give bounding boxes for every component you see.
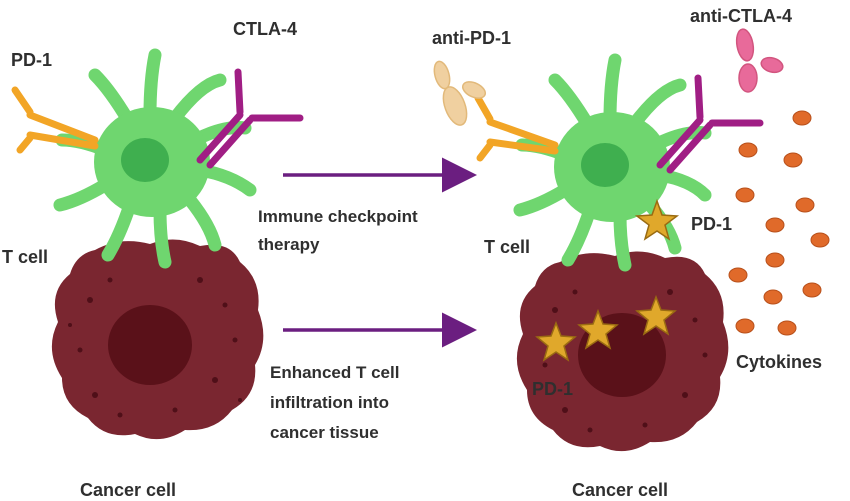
right-panel: anti-PD-1 anti-CTLA-4 PD-1 T cell PD-1 C… xyxy=(432,6,830,500)
label-anti-ctla4: anti-CTLA-4 xyxy=(690,6,792,26)
arrow-top-label-line2: therapy xyxy=(258,235,320,254)
star-cancer-3 xyxy=(635,294,677,336)
label-tcell-left: T cell xyxy=(2,247,48,267)
label-pd1-right-cancer: PD-1 xyxy=(532,379,573,399)
cancer-granules xyxy=(68,277,242,418)
pd1-receptor-right xyxy=(474,94,559,162)
label-pd1-right-tcell: PD-1 xyxy=(691,214,732,234)
label-cancer-cell-left: Cancer cell xyxy=(80,480,176,500)
label-tcell-right: T cell xyxy=(484,237,530,257)
label-cancer-cell-right: Cancer cell xyxy=(572,480,668,500)
t-cell-nucleus xyxy=(121,138,169,182)
arrow-bottom-label-line1: Enhanced T cell xyxy=(270,363,399,382)
label-ctla4-left: CTLA-4 xyxy=(233,19,297,39)
label-pd1-left: PD-1 xyxy=(11,50,52,70)
t-cell-right xyxy=(513,53,712,272)
ctla4-receptor-left xyxy=(196,68,304,169)
label-anti-pd1: anti-PD-1 xyxy=(432,28,511,48)
cytokines-cluster xyxy=(728,110,830,336)
cancer-granules xyxy=(542,289,708,433)
t-cell-left xyxy=(53,48,257,269)
arrow-bottom-label-line3: cancer tissue xyxy=(270,423,379,442)
cancer-nucleus xyxy=(108,305,192,385)
cancer-cell-left xyxy=(51,239,264,440)
pd1-receptor-left xyxy=(11,86,99,154)
star-cancer-2 xyxy=(577,308,619,350)
t-cell-nucleus xyxy=(581,143,629,187)
ctla4-receptor-right xyxy=(656,74,764,174)
label-cytokines: Cytokines xyxy=(736,352,822,372)
left-panel: PD-1 CTLA-4 T cell Cancer cell xyxy=(2,19,304,500)
anti-pd1-antibody xyxy=(433,60,487,126)
star-cancer-1 xyxy=(535,320,577,362)
arrow-bottom-label-line2: infiltration into xyxy=(270,393,389,412)
anti-ctla4-antibody xyxy=(735,28,784,93)
star-tcell xyxy=(634,198,680,241)
pd-ligand-stars xyxy=(535,198,680,362)
arrow-top-label-line1: Immune checkpoint xyxy=(258,207,418,226)
